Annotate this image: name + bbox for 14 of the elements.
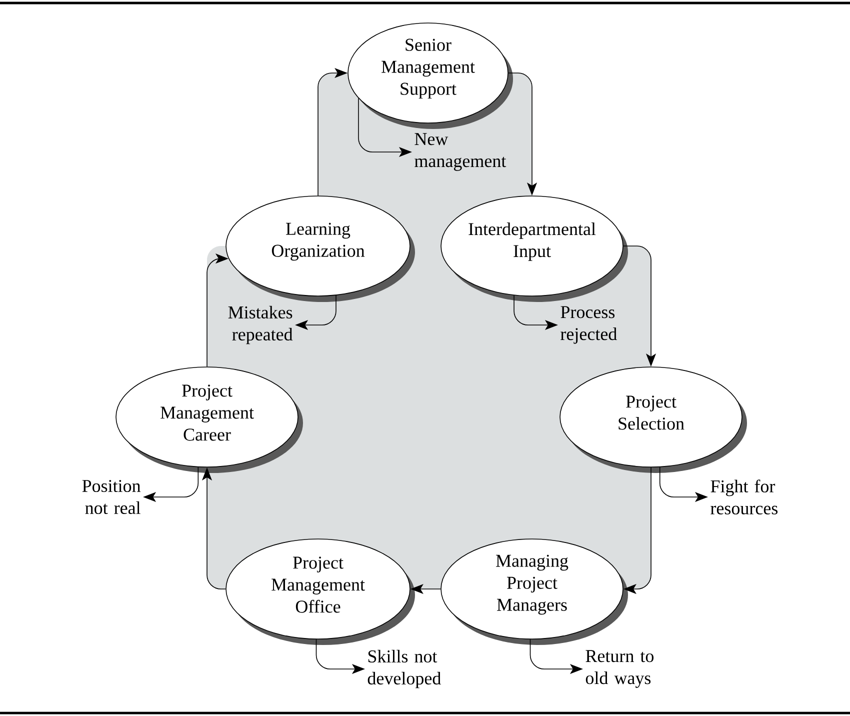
outcome-label: Fight for resources — [710, 480, 778, 514]
ellipse-node: Managing Project Managers — [440, 538, 628, 645]
outcome-label: Mistakes repeated — [228, 306, 293, 344]
outcome-label: Return to old ways — [586, 650, 654, 688]
outcome-label: Process rejected — [560, 306, 617, 344]
outcome-label: Position not real — [82, 480, 141, 514]
ellipse-node: Senior Management Support — [348, 22, 513, 129]
outcome-label: New management — [414, 133, 506, 171]
ellipse-node: Interdepartmental Input — [440, 196, 628, 302]
ellipse-node: Project Management Office — [226, 538, 415, 645]
ellipse-node: Project Management Career — [116, 366, 303, 473]
outcome-label: Skills not developed — [368, 650, 441, 688]
ellipse-node: Project Selection — [560, 366, 747, 473]
ellipse-node: Learning Organization — [226, 196, 415, 302]
